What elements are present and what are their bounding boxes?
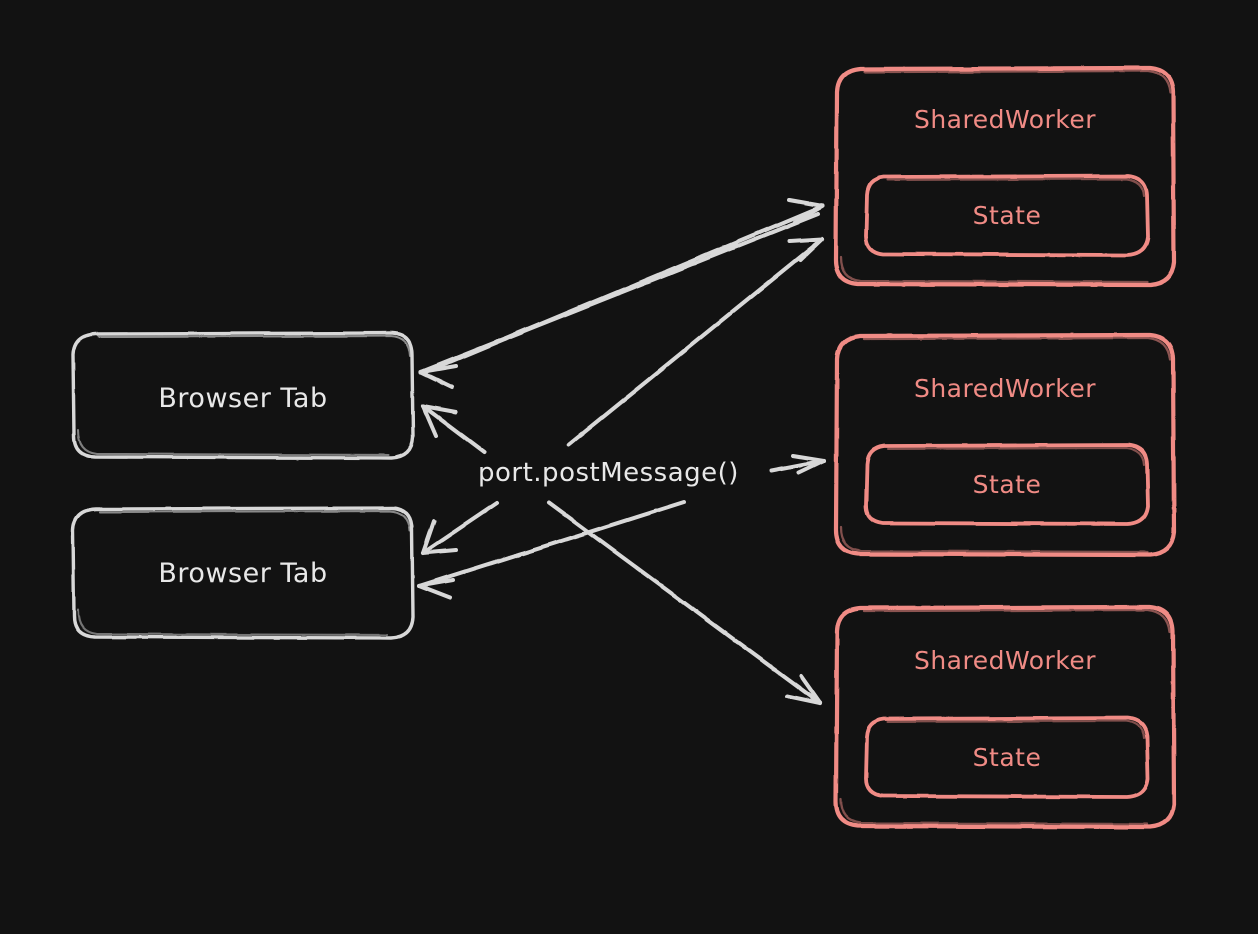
arrow-hub-to-tab1 [421,404,486,454]
shared-worker-3-box[interactable] [833,604,1177,830]
shared-worker-1-box[interactable] [833,65,1177,288]
arrow-hub-to-worker2 [770,454,826,475]
arrow-hub-to-tab2 [421,501,499,555]
shared-worker-2-state-box[interactable] [864,443,1150,526]
arrow-hub-to-worker3 [547,501,822,705]
arrow-hub-to-worker1 [566,237,824,447]
arrow-worker-to-tab2 [417,500,686,600]
arrow-worker1-to-tab1 [419,212,820,389]
shared-worker-2-box[interactable] [833,332,1177,558]
shared-worker-3-state-box[interactable] [864,716,1150,799]
browser-tab-1-box[interactable] [71,331,415,460]
shared-worker-1-state-box[interactable] [864,174,1150,257]
browser-tab-2-box[interactable] [71,506,415,640]
